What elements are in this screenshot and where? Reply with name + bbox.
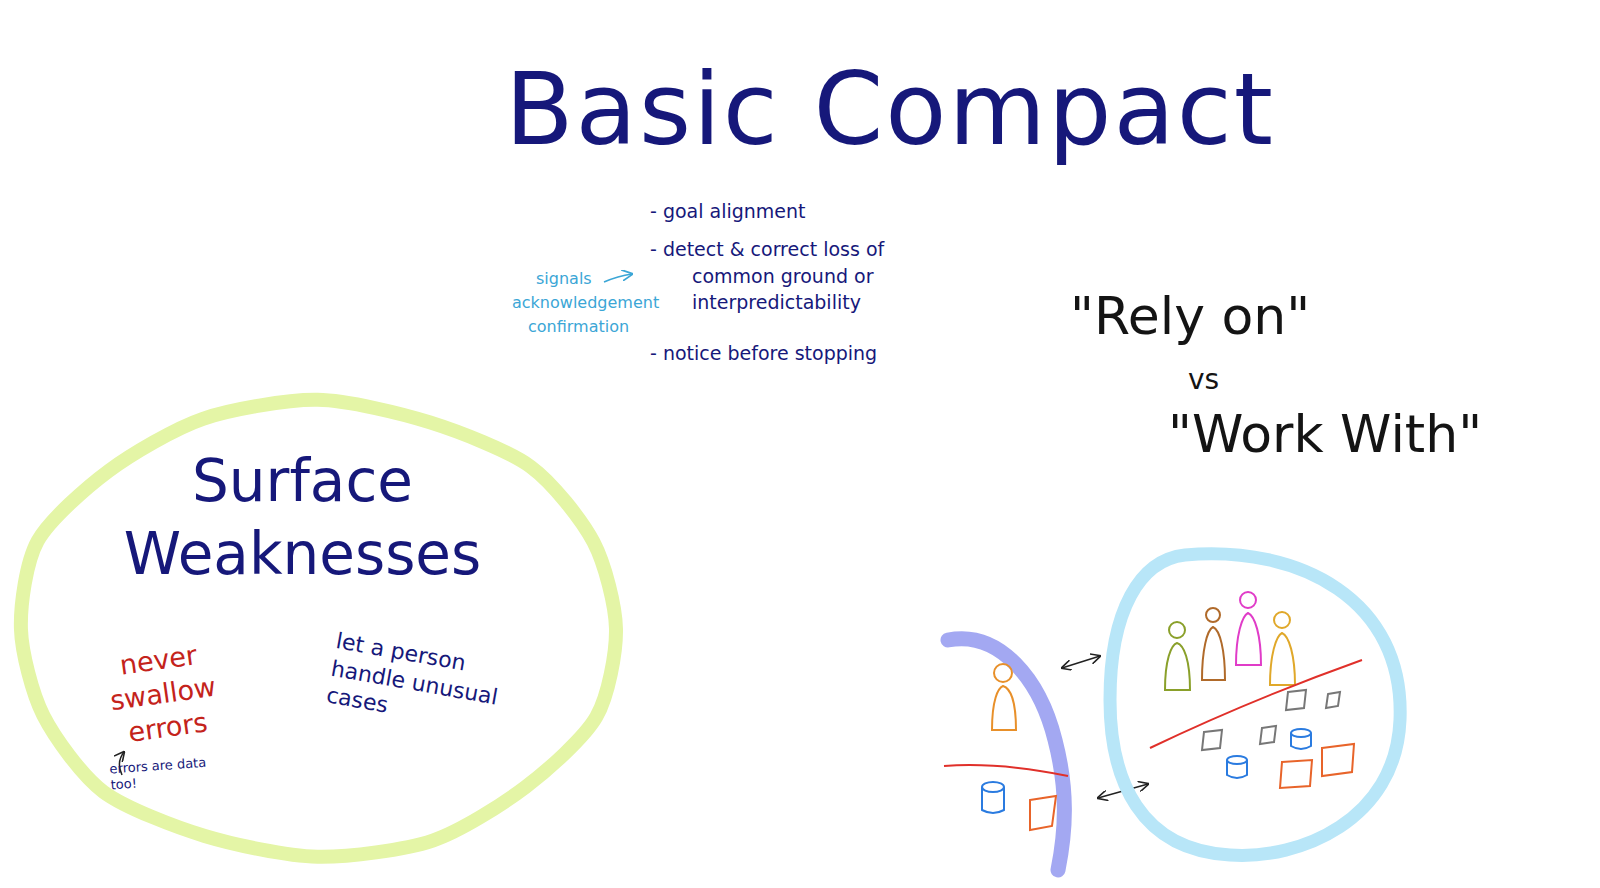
side-note: confirmation (528, 316, 658, 338)
small-note: errors are data too! (109, 755, 211, 794)
bullet-note: - detect & correct loss of common ground… (650, 236, 970, 316)
comparison-term: "Rely on" (1070, 280, 1390, 353)
comparison-word: vs (1188, 360, 1248, 399)
bullet-note: - notice before stopping (650, 340, 910, 367)
signals-arrow (604, 274, 632, 282)
warning-note: never swallow errors (82, 633, 245, 754)
region-circle: Surface Weaknesses never swallow errorser… (10, 393, 625, 865)
single-agent-group (944, 639, 1068, 870)
double-arrow (1062, 656, 1100, 668)
team-circle (1110, 554, 1400, 856)
side-note: acknowledgement (512, 292, 682, 314)
title: Basic Compact (505, 52, 1275, 167)
guideline-note: let a person handle unusual cases (324, 627, 525, 741)
bullet-note: - goal alignment (650, 198, 910, 225)
side-note: signals (536, 268, 616, 290)
node-heading: Surface Weaknesses (10, 445, 595, 590)
comparison-term: "Work With" (1168, 398, 1588, 471)
